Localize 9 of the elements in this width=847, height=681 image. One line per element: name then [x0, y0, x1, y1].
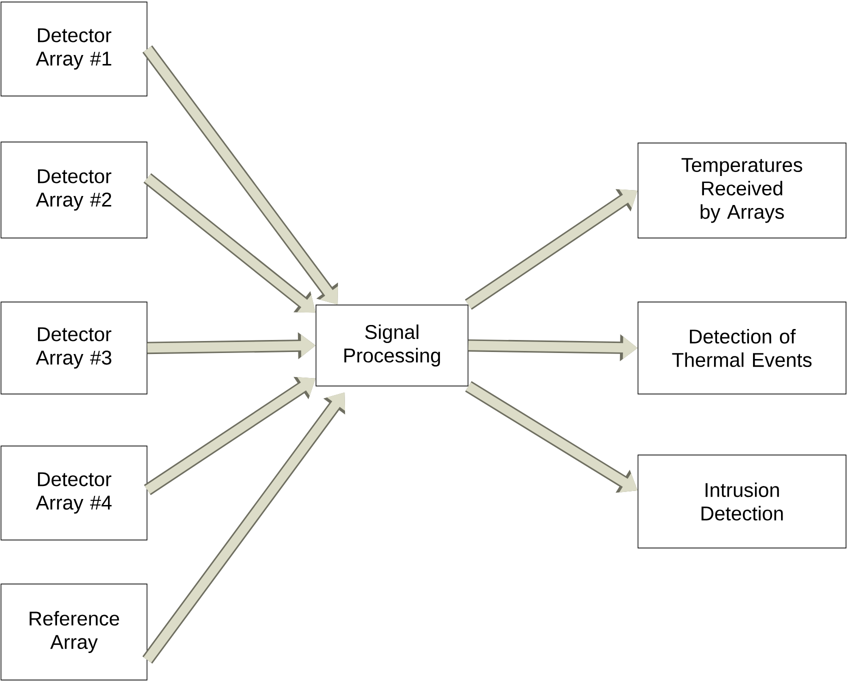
process-box: Temperatures Received by Arrays [638, 142, 846, 238]
process-box: Detection of Thermal Events [638, 302, 846, 394]
process-box: Intrusion Detection [638, 454, 846, 548]
process-box: Detector Array #4 [0, 446, 148, 540]
process-box: Detector Array #2 [0, 142, 148, 238]
process-box: Signal Processing [316, 304, 468, 386]
process-box: Detector Array #1 [0, 2, 148, 96]
process-box: Detector Array #3 [0, 302, 148, 394]
process-box: Reference Array [0, 584, 148, 680]
